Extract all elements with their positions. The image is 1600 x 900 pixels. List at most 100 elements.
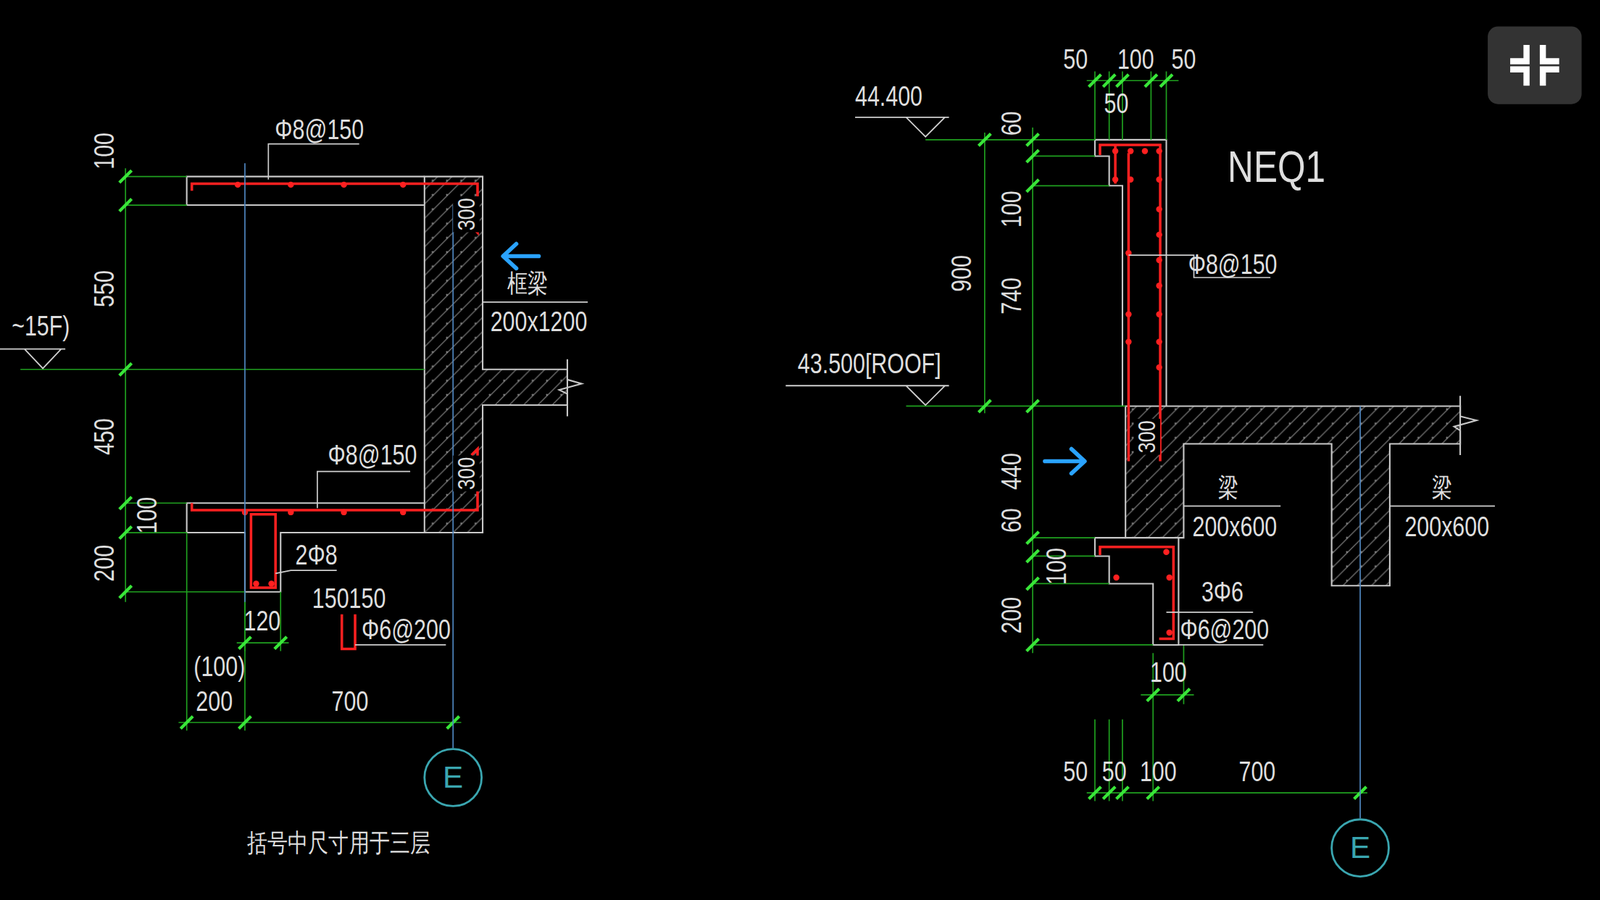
rebar-dot	[1112, 147, 1119, 154]
annotation-text: Φ8@150	[274, 116, 364, 145]
dimension-tick	[1089, 74, 1102, 87]
rebar-dot	[287, 181, 294, 188]
annotation-text: 3Φ6	[1201, 578, 1244, 607]
annotation-text: 200x600	[1404, 513, 1490, 542]
axis-letter: E	[1350, 832, 1371, 864]
dimension-text: 60	[998, 110, 1027, 136]
concrete-outline	[559, 359, 582, 417]
rebar-dot	[252, 580, 259, 587]
dimension-tick	[1089, 786, 1102, 800]
dimension-tick	[1026, 577, 1040, 590]
rebar-dot	[234, 147, 1173, 636]
axis-bubble: E	[1330, 818, 1390, 878]
annotation-text: 44.400	[855, 83, 923, 111]
dimension-tick	[1160, 74, 1173, 87]
dimension-line	[1032, 127, 1153, 653]
concrete-hatch	[1125, 405, 1461, 586]
dimension-tick	[1026, 150, 1040, 163]
blue-arrow	[1044, 449, 1085, 474]
dimension-tick	[119, 199, 132, 212]
leader-line	[275, 570, 337, 574]
level-symbol	[0, 117, 950, 406]
dimension-tick	[1102, 74, 1116, 87]
dimension-tick	[119, 363, 132, 376]
blue-arrow	[502, 244, 1085, 474]
annotation-text: 50	[1063, 758, 1088, 787]
dimension-text: 100	[998, 190, 1027, 228]
dimension-text: 200	[91, 544, 119, 582]
annotation-text: Φ6@200	[361, 616, 451, 645]
rebar-dot	[340, 181, 347, 188]
rebar-dot	[1163, 549, 1169, 556]
collapse-icon	[1510, 44, 1560, 86]
dimension-line	[178, 532, 461, 731]
concrete-hatch	[424, 176, 1461, 587]
concrete-hatch	[424, 176, 568, 533]
rebar	[192, 183, 478, 233]
dimension-tick	[119, 497, 132, 510]
annotation-text: 200x600	[1192, 513, 1278, 542]
dimension-tick	[1147, 786, 1160, 800]
annotation-text: 120	[244, 607, 282, 636]
concrete-outline	[186, 502, 425, 593]
dimension-tick	[180, 716, 193, 729]
concrete-outline	[1094, 537, 1179, 645]
dimension-text: 300	[452, 196, 480, 233]
annotation-text: 梁	[1218, 474, 1239, 500]
dimension-text: 200	[998, 597, 1027, 635]
dimension-line	[1140, 644, 1194, 705]
blue-arrow	[502, 244, 539, 269]
rebar-dot	[1166, 629, 1173, 636]
rebar	[250, 514, 276, 588]
concrete-outline	[186, 176, 425, 206]
annotation-text: 括号中尺寸用于三层	[247, 830, 431, 856]
rebar-dot	[1155, 339, 1162, 345]
rebar-dot	[1155, 205, 1162, 212]
dimension-text: 440	[998, 452, 1027, 490]
axis-letter: E	[442, 762, 464, 793]
concrete-outline	[1454, 395, 1477, 456]
dimension-line	[1086, 71, 1179, 140]
rebar	[1127, 152, 1131, 461]
dimension-tick	[1177, 689, 1190, 702]
dimension-text: 300	[1133, 418, 1161, 456]
annotation-text: 50	[1104, 90, 1129, 119]
annotation-text: 100	[1139, 758, 1177, 787]
level-symbol	[0, 349, 66, 369]
annotation-text: 200x1200	[490, 308, 588, 337]
dimension-text: 450	[91, 418, 119, 456]
dimension-line	[1086, 652, 1368, 801]
dimension-tick	[239, 716, 252, 729]
dimension-tick	[1144, 74, 1158, 87]
axis-line	[244, 163, 1361, 819]
dimension-line	[20, 368, 425, 371]
rebar-dot	[1142, 147, 1148, 154]
leader-line	[1183, 505, 1495, 508]
rebar-dot	[400, 181, 406, 188]
rebar-dot	[1155, 147, 1162, 154]
leader-line	[268, 144, 1495, 645]
rebar-dot	[1155, 282, 1162, 289]
rebar-dot	[268, 580, 274, 587]
dimension-tick	[119, 585, 132, 598]
level-symbol	[785, 385, 949, 406]
annotation-text: 50	[1063, 46, 1088, 74]
dimension-tick	[119, 170, 132, 183]
dimension-text: 550	[91, 270, 119, 308]
annotation-text: (100)	[193, 653, 245, 682]
dimension-tick	[119, 526, 132, 540]
dimension-tick	[274, 636, 287, 650]
annotation-text: 100	[1117, 46, 1155, 74]
annotation-text: NEQ1	[1227, 144, 1326, 190]
dimension-tick	[1102, 786, 1116, 800]
dimension-text: 300	[452, 455, 480, 493]
annotation-text: ~15F)	[11, 313, 70, 341]
leader-line	[268, 144, 359, 180]
rebar-dot	[400, 509, 406, 516]
rebar-dot	[1127, 176, 1134, 183]
dimension-text: 900	[948, 255, 977, 293]
dimension-line	[125, 168, 245, 602]
annotation-text: 200	[195, 688, 233, 716]
rebar	[192, 144, 1174, 650]
